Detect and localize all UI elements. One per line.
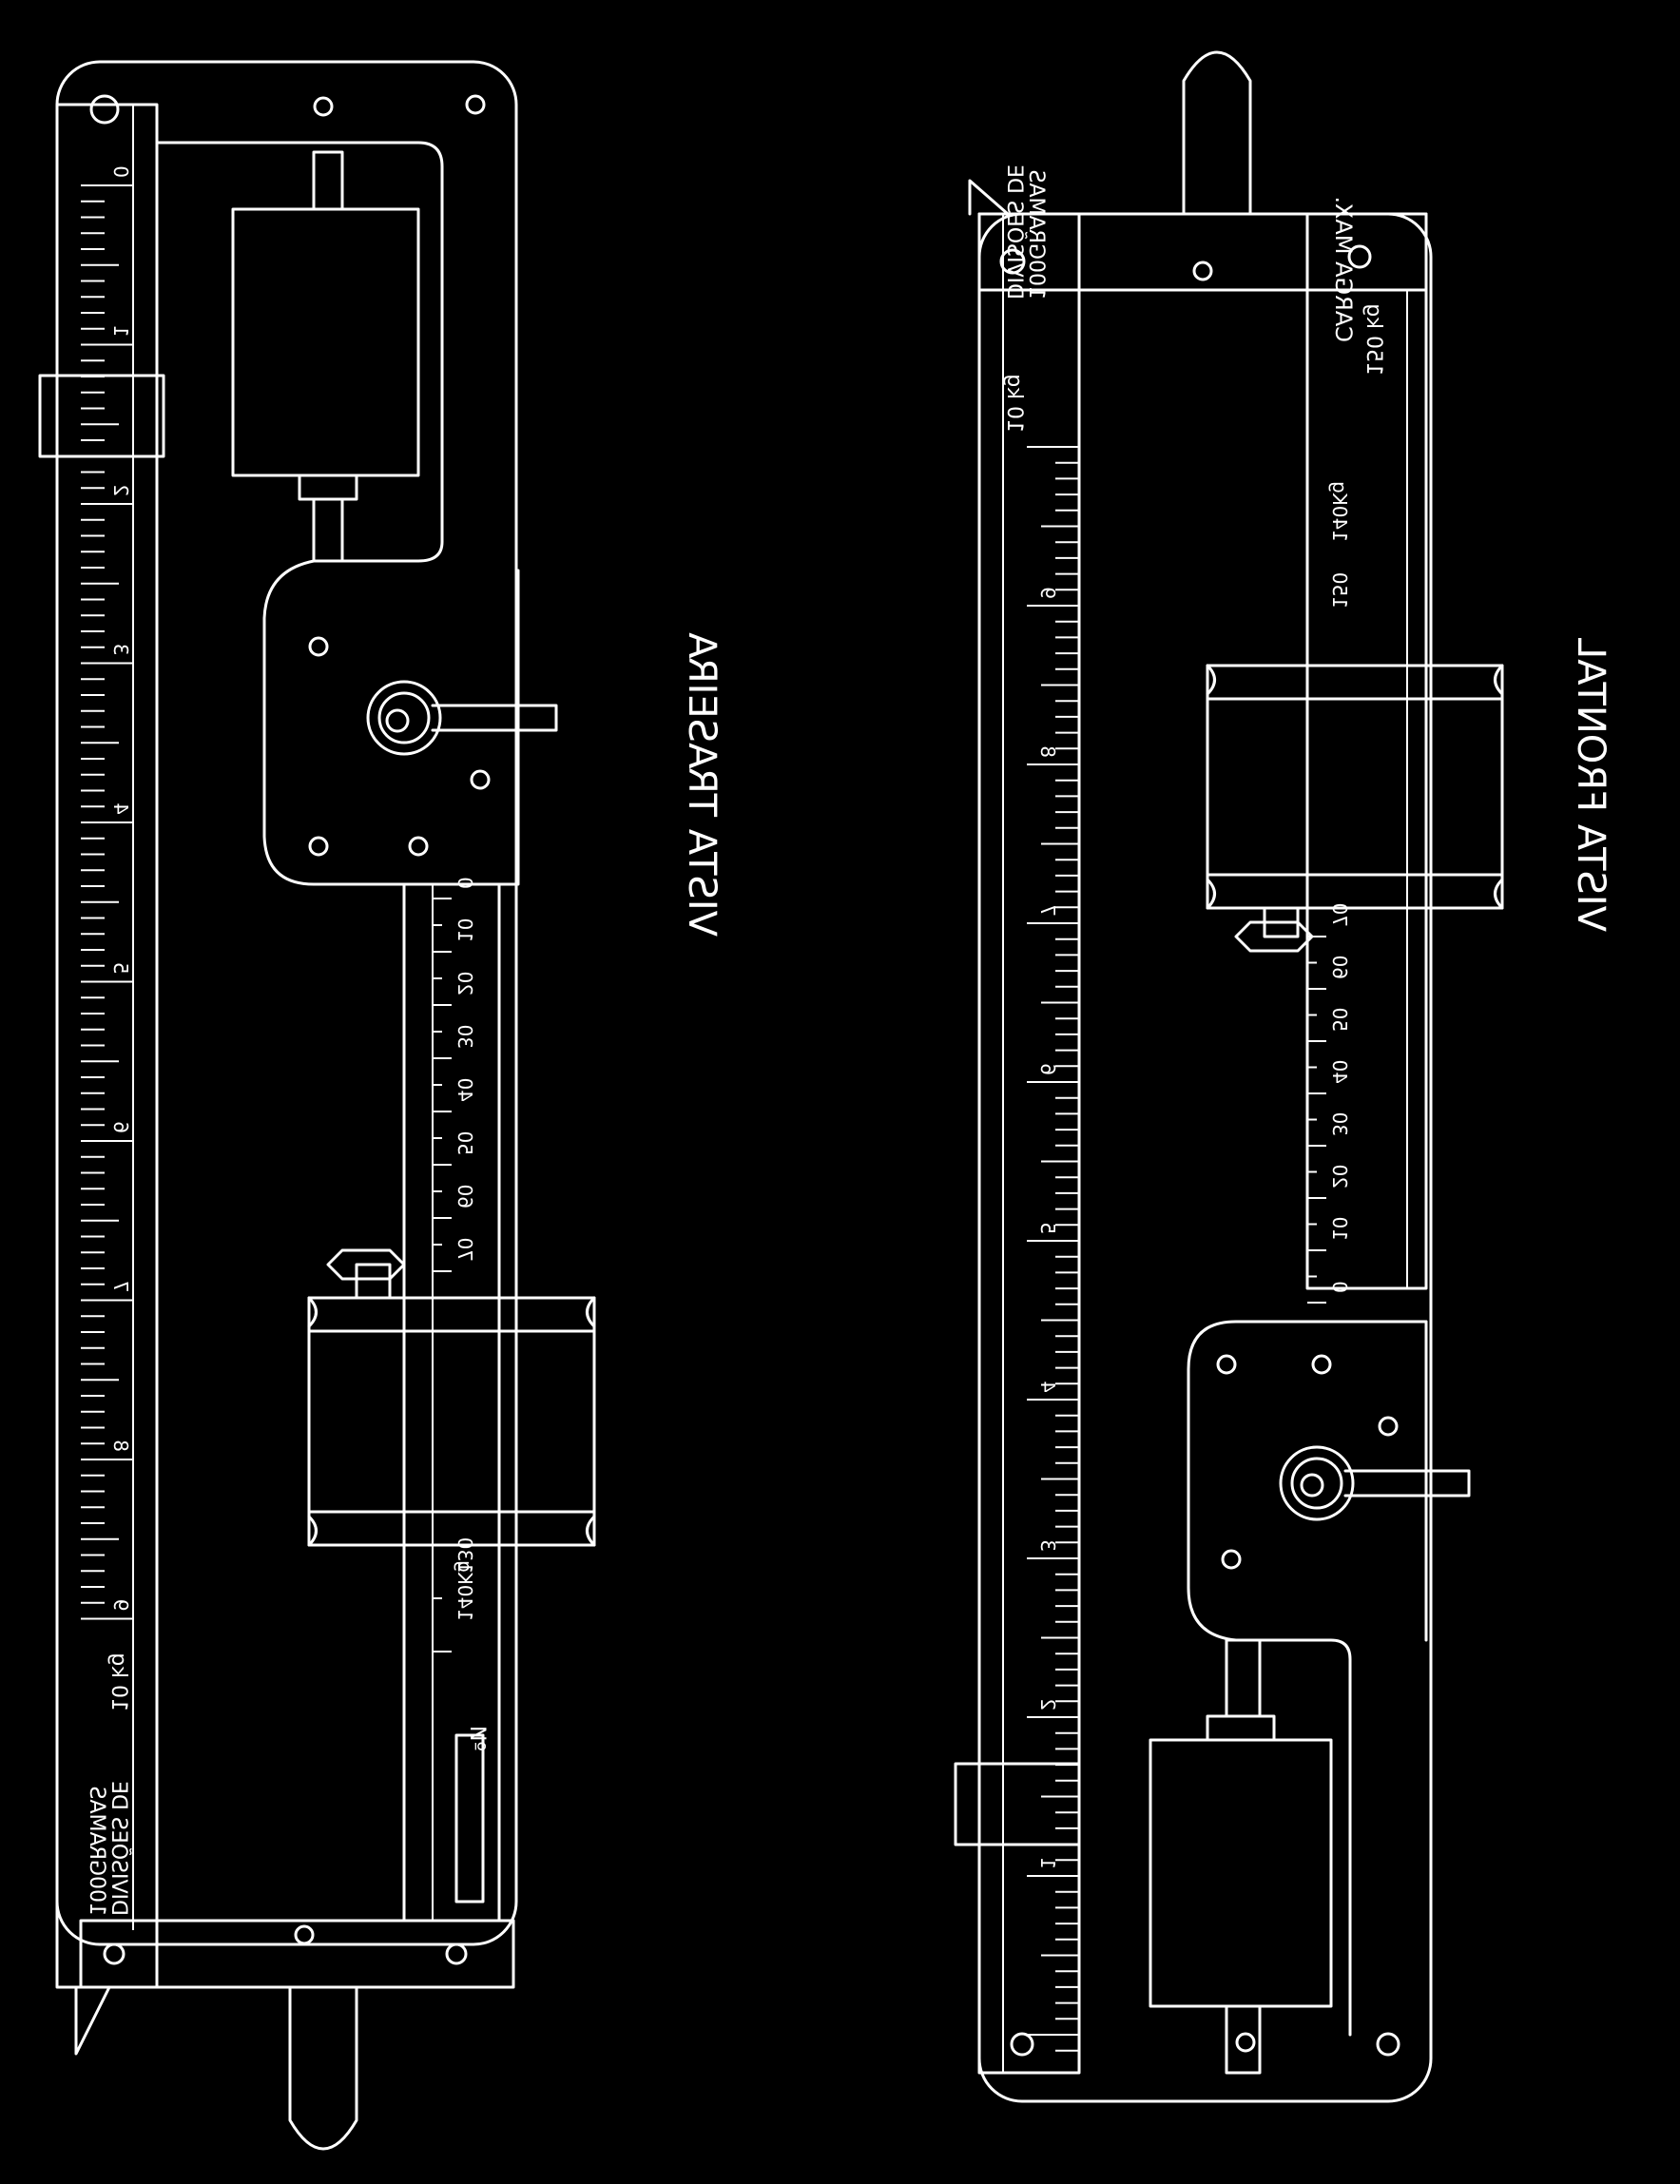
front-secondary-number: 150 (1328, 572, 1351, 609)
front-capacity-label-1: CARGA MAX. (1330, 196, 1357, 342)
front-scale-unit: 10 kg (1002, 374, 1026, 433)
rear-secondary-number: 130 (454, 1537, 476, 1574)
rear-secondary-number: 30 (454, 1025, 476, 1049)
rear-secondary-beam (402, 882, 501, 1923)
front-main-number: 3 (1036, 1539, 1059, 1552)
rear-secondary-number: 70 (454, 1238, 476, 1262)
rear-pivot-plate (262, 559, 520, 886)
front-beam-tip (968, 179, 1010, 216)
front-main-number: 4 (1036, 1381, 1059, 1393)
front-secondary-number: 0 (1328, 1281, 1351, 1293)
rear-secondary-number: 20 (454, 972, 476, 995)
rear-beam-slider (38, 374, 165, 458)
rear-scale-label-2: 100GRAMAS (85, 1787, 108, 1916)
rear-secondary-number: 0 (454, 877, 476, 889)
front-secondary-number: 40 (1328, 1060, 1351, 1084)
rear-main-number: 2 (109, 484, 132, 496)
front-main-number: 8 (1036, 745, 1059, 758)
front-main-number: 1 (1036, 1857, 1059, 1869)
front-main-number: 9 (1036, 587, 1059, 599)
front-capacity-label-2: 150 kg (1361, 303, 1385, 376)
rear-secondary-number: 10 (454, 918, 476, 942)
rear-main-number: 9 (109, 1599, 132, 1612)
rear-poise (307, 1248, 596, 1547)
front-secondary-number: 30 (1328, 1112, 1351, 1136)
rear-main-number: 1 (109, 325, 132, 338)
rear-main-number: 4 (109, 802, 132, 815)
front-secondary-number: 60 (1328, 956, 1351, 979)
front-beam-slider (954, 1762, 1081, 1846)
front-pivot-plate (1187, 1320, 1428, 1642)
front-secondary-numbers: 70 60 50 40 30 20 10 0 140Kg 150 (1328, 481, 1351, 1293)
front-right-beam (1305, 212, 1428, 1290)
rear-main-numbers: 0 1 2 3 4 5 6 7 8 9 (109, 165, 132, 1611)
front-poise (1206, 664, 1504, 953)
rear-secondary-number: 40 (454, 1078, 476, 1102)
rear-secondary-number: 140Kg (454, 1560, 476, 1621)
rear-view-title: VISTA TRASEIRA (680, 631, 724, 937)
rear-bracket (155, 141, 444, 563)
rear-beam-tip (74, 1985, 111, 2056)
front-main-number: 2 (1036, 1698, 1059, 1710)
rear-scale-label-1: DIVISÕES DE (106, 1781, 132, 1916)
front-secondary-number: 10 (1328, 1217, 1351, 1241)
front-main-numbers: 9 8 7 6 5 4 3 2 1 (1036, 587, 1059, 1869)
front-main-number: 6 (1036, 1063, 1059, 1075)
front-main-number: 5 (1036, 1222, 1059, 1234)
front-secondary-ticks (1307, 936, 1326, 1304)
front-main-number: 7 (1036, 904, 1059, 917)
front-view-title: VISTA FRONTAL (1569, 637, 1612, 932)
rear-main-number: 7 (109, 1281, 132, 1293)
rear-main-number: 3 (109, 644, 132, 656)
rear-handle (288, 1985, 358, 2151)
rear-main-number: 5 (109, 962, 132, 975)
front-bracket (1234, 1638, 1352, 2037)
front-secondary-number: 20 (1328, 1165, 1351, 1189)
view-front: 9 8 7 6 5 4 3 2 1 70 60 50 40 30 20 10 0 140Kg 150 (954, 50, 1612, 2103)
front-secondary-number: 50 (1328, 1008, 1351, 1032)
rear-serial-plate (454, 1733, 485, 1904)
rear-pivot-ring (366, 680, 442, 756)
rear-secondary-number: 50 (454, 1131, 476, 1155)
front-pivot-ring (1279, 1445, 1355, 1521)
rear-main-number: 0 (109, 165, 132, 178)
rear-serial-label: Nº (465, 1726, 489, 1751)
rear-main-number: 8 (109, 1440, 132, 1452)
front-handle (1182, 50, 1252, 216)
front-secondary-number: 140Kg (1328, 481, 1351, 542)
front-secondary-number: 70 (1328, 903, 1351, 927)
front-scale-label-1: DIVISÕES DE (1002, 164, 1028, 300)
rear-secondary-number: 60 (454, 1185, 476, 1208)
rear-main-number: 6 (109, 1121, 132, 1133)
rear-scale-unit: 10 kg (106, 1652, 130, 1711)
front-scale-label-2: 100GRAMAS (1024, 170, 1048, 300)
rear-main-ticks (81, 184, 133, 1620)
rear-bottom-bar (79, 1919, 515, 1989)
